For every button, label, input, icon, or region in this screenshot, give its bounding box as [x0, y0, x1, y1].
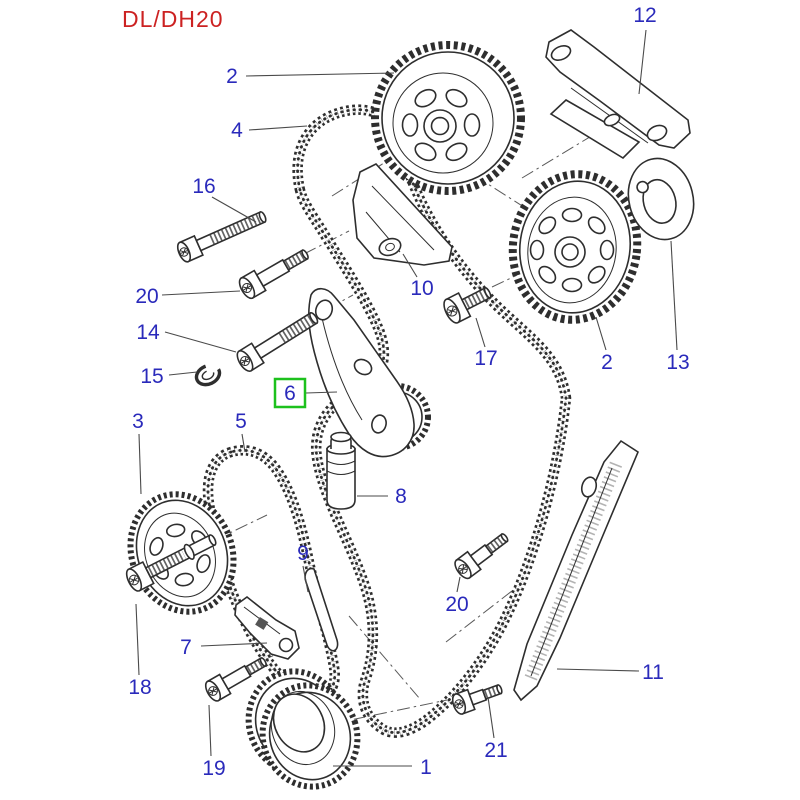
- callout-3[interactable]: 3: [132, 410, 144, 433]
- guide-lever: [234, 595, 300, 660]
- callout-18[interactable]: 18: [128, 676, 151, 699]
- callout-16[interactable]: 16: [192, 175, 215, 198]
- camshaft-sprocket-upper: [371, 41, 525, 195]
- callout-9[interactable]: 9: [297, 542, 309, 565]
- chain-guide-rail: [513, 439, 639, 702]
- bolt-19: [204, 657, 267, 702]
- timing-chain-long: [292, 104, 572, 738]
- chain-guide-block: [352, 163, 453, 266]
- crankshaft-double-sprocket: [245, 668, 361, 790]
- callout-6: 6: [284, 382, 296, 405]
- bolt-17: [443, 286, 492, 324]
- callout-1[interactable]: 1: [420, 756, 432, 779]
- callout-15[interactable]: 15: [140, 365, 163, 388]
- callout-labels: 2 4 12 16 20 14 15 6 3 5 10 17 2 13 9 8 …: [128, 4, 689, 780]
- tensioner-arm: [307, 287, 415, 458]
- bolt-21: [451, 684, 503, 715]
- callout-2-upper[interactable]: 2: [226, 65, 238, 88]
- callout-11[interactable]: 11: [642, 661, 664, 684]
- bolt-14: [236, 311, 319, 372]
- callout-20-lower[interactable]: 20: [445, 593, 468, 616]
- retaining-pin: [304, 567, 339, 652]
- callout-12[interactable]: 12: [633, 4, 656, 27]
- callout-6-highlighted[interactable]: 6: [273, 377, 307, 409]
- callout-7[interactable]: 7: [180, 636, 192, 659]
- socket-bolt-16: [176, 210, 267, 263]
- callout-17[interactable]: 17: [474, 347, 497, 370]
- highlight-box: [273, 377, 307, 409]
- shoulder-bolt-20-lower: [454, 532, 509, 580]
- callout-5[interactable]: 5: [235, 410, 247, 433]
- thrust-washer: [627, 157, 695, 241]
- camshaft-sprocket-right: [508, 170, 642, 324]
- callout-20-upper[interactable]: 20: [135, 285, 158, 308]
- diagram-title: DL/DH20: [122, 6, 224, 32]
- bolt-18: [125, 534, 217, 592]
- callout-4[interactable]: 4: [231, 119, 243, 142]
- callout-2-right[interactable]: 2: [601, 351, 613, 374]
- callout-19[interactable]: 19: [202, 757, 225, 780]
- callout-14[interactable]: 14: [136, 321, 160, 344]
- snap-ring: [194, 363, 222, 387]
- callout-13[interactable]: 13: [666, 351, 689, 374]
- shoulder-bolt-20-upper: [238, 249, 309, 300]
- callout-8[interactable]: 8: [395, 485, 407, 508]
- callout-10[interactable]: 10: [410, 277, 433, 300]
- mount-bracket: [545, 29, 691, 160]
- callout-21[interactable]: 21: [484, 739, 507, 762]
- tensioner-piston: [326, 431, 356, 510]
- leader-lines: [135, 29, 678, 767]
